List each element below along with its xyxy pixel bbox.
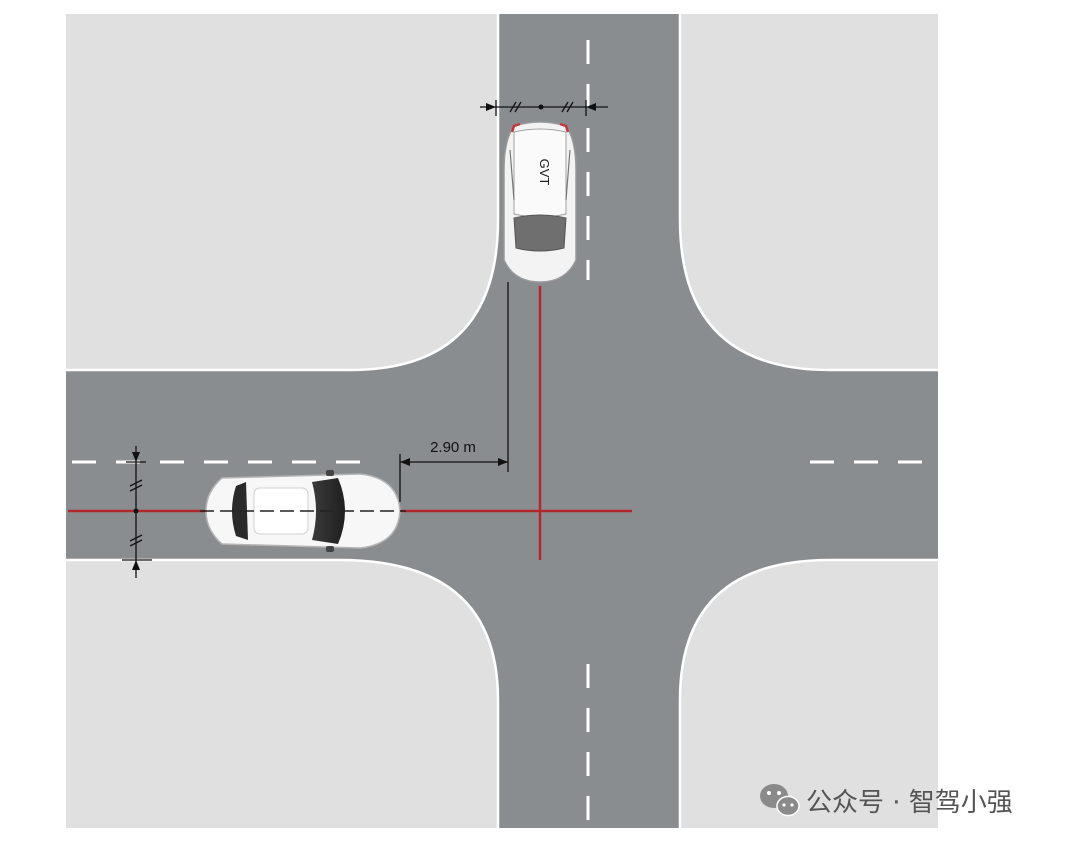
sidewalk-bottom-right: [680, 560, 938, 828]
sidewalk-top-right: [680, 14, 938, 370]
watermark-text: 公众号 · 智驾小强: [806, 788, 1013, 818]
lane-markings: [72, 40, 938, 828]
ego-car: [200, 470, 406, 552]
wechat-icon: [760, 784, 800, 817]
sidewalk-bottom-left: [66, 560, 498, 828]
curb-edges: [66, 14, 938, 828]
gap-dimension-label: 2.90 m: [430, 439, 476, 456]
gvt-label: GVT: [537, 159, 552, 186]
watermark: 公众号 · 智驾小强: [760, 784, 1013, 818]
gvt-car: GVT: [503, 121, 577, 283]
sidewalk-top-left: [66, 14, 498, 370]
dimension-arrows: [132, 103, 596, 570]
